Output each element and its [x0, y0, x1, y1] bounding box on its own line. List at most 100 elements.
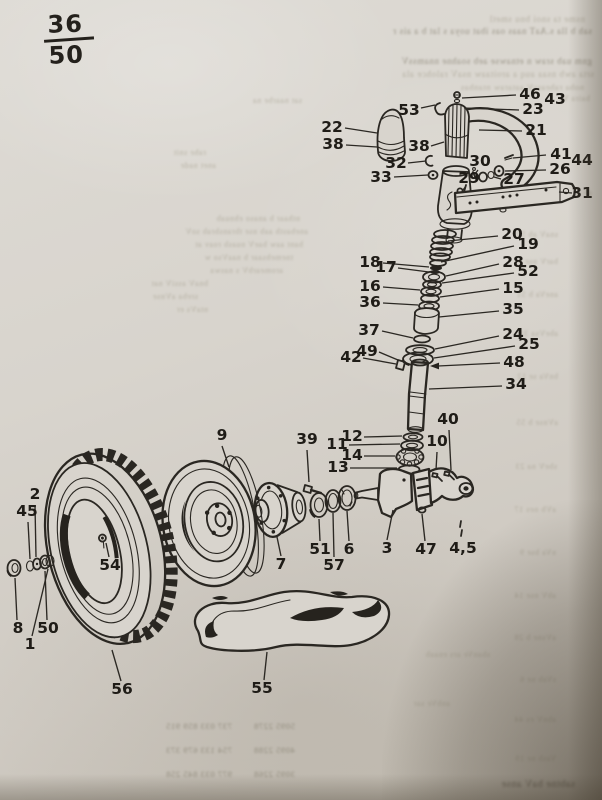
callout-number: 16: [359, 277, 381, 295]
callout-number: 47: [415, 540, 437, 558]
leader-line: [393, 174, 429, 178]
steering-knuckle-part3: [353, 467, 414, 519]
callout-number: 11: [326, 435, 348, 453]
callout-number: 38: [408, 137, 430, 155]
callout-number: 12: [341, 427, 363, 445]
leader-line: [428, 385, 503, 390]
callout-number: 17: [375, 258, 397, 276]
leader-line: [462, 185, 467, 191]
cotter-pin-part41: [504, 154, 514, 161]
callout-number: 48: [503, 353, 525, 371]
callout-number: 14: [341, 446, 363, 464]
callout-number: 22: [321, 118, 343, 136]
callout-number: 1: [25, 635, 36, 653]
callout-number: 21: [525, 121, 547, 139]
callout-number: 50: [37, 619, 59, 637]
callout-number: 57: [323, 556, 345, 574]
callout-number: 7: [276, 555, 287, 573]
callout-number: 37: [358, 321, 380, 339]
callout-number: 6: [344, 540, 355, 558]
callout-number: 13: [327, 458, 349, 476]
callout-number: 10: [426, 432, 448, 450]
callout-number: 36: [359, 293, 381, 311]
leader-line: [263, 651, 268, 681]
leader-line: [434, 335, 500, 350]
leader-line: [276, 536, 282, 557]
callout-number: 3: [382, 539, 393, 557]
washers-parts45-2-50-1: [25, 554, 55, 572]
callout-number: 33: [370, 168, 392, 186]
callout-number: 52: [517, 262, 539, 280]
bearing-cone-part6: [337, 485, 357, 511]
leader-line: [478, 129, 523, 132]
callout-number: 29: [458, 169, 480, 187]
callout-number: 25: [518, 335, 540, 353]
leader-line: [448, 429, 452, 471]
leader-line: [362, 357, 397, 365]
callout-number: 56: [111, 680, 133, 698]
callout-number: 43: [544, 90, 566, 108]
leader-line: [420, 104, 436, 109]
callout-number: 41: [550, 145, 572, 163]
callout-number: 51: [309, 540, 331, 558]
leader-line: [306, 449, 310, 483]
washer-part33: [427, 170, 439, 180]
callout-number: 49: [356, 342, 378, 360]
callout-number: 45: [16, 502, 38, 520]
leader-line: [461, 94, 517, 99]
inner-tube-part55: [193, 590, 391, 652]
callout-number: 8: [13, 619, 24, 637]
leader-line: [474, 169, 479, 175]
coil-spring-part20: [429, 229, 457, 262]
lower-bearing-stack: [395, 432, 425, 477]
pin-part42-49: [395, 359, 406, 371]
pin-part30: [472, 167, 477, 180]
leader-line: [447, 235, 499, 242]
leader-line: [348, 443, 401, 446]
bolts-part10-40: [431, 470, 455, 482]
leader-line: [407, 160, 427, 164]
leader-line: [433, 345, 516, 359]
leader-line: [332, 512, 335, 558]
cap-part8: [6, 559, 22, 577]
track-arm-fork: [411, 467, 474, 512]
seal-part57: [324, 489, 342, 513]
leader-line: [105, 542, 110, 558]
leader-line: [435, 451, 438, 471]
callout-number: 39: [296, 430, 318, 448]
kingpin-shaft-part34: [406, 358, 430, 433]
callout-number: 20: [501, 225, 523, 243]
callout-number: 26: [549, 160, 571, 178]
leader-line: [111, 649, 122, 682]
top-bolt-part46: [453, 91, 461, 104]
leader-line: [493, 176, 502, 180]
callout-number: 9: [217, 426, 228, 444]
washer-stack: [401, 259, 447, 367]
callout-number: 35: [502, 300, 524, 318]
callout-number: 54: [99, 556, 121, 574]
tire-part56: [43, 448, 178, 645]
callout-number: 27: [503, 170, 525, 188]
callout-number: 4,5: [449, 539, 476, 557]
leader-line: [504, 169, 547, 172]
callout-number: 15: [502, 279, 524, 297]
bushing-part35: [413, 307, 440, 335]
leader-line: [437, 362, 501, 367]
callout-number: 53: [398, 101, 420, 119]
callout-number: 19: [517, 235, 539, 253]
leader-line: [344, 127, 378, 134]
leader-line: [346, 510, 350, 542]
leader-line: [363, 435, 403, 438]
leader-line: [318, 518, 321, 542]
leader-line: [27, 521, 31, 560]
leader-line: [430, 141, 445, 147]
leader-line: [378, 351, 399, 361]
leader-line: [463, 107, 520, 111]
callout-number: 40: [437, 410, 459, 428]
clip-part53: [434, 102, 445, 116]
leader-line: [382, 302, 419, 306]
callout-number: 46: [519, 85, 541, 103]
callout-number: 2: [30, 485, 41, 503]
leader-line: [14, 577, 18, 621]
